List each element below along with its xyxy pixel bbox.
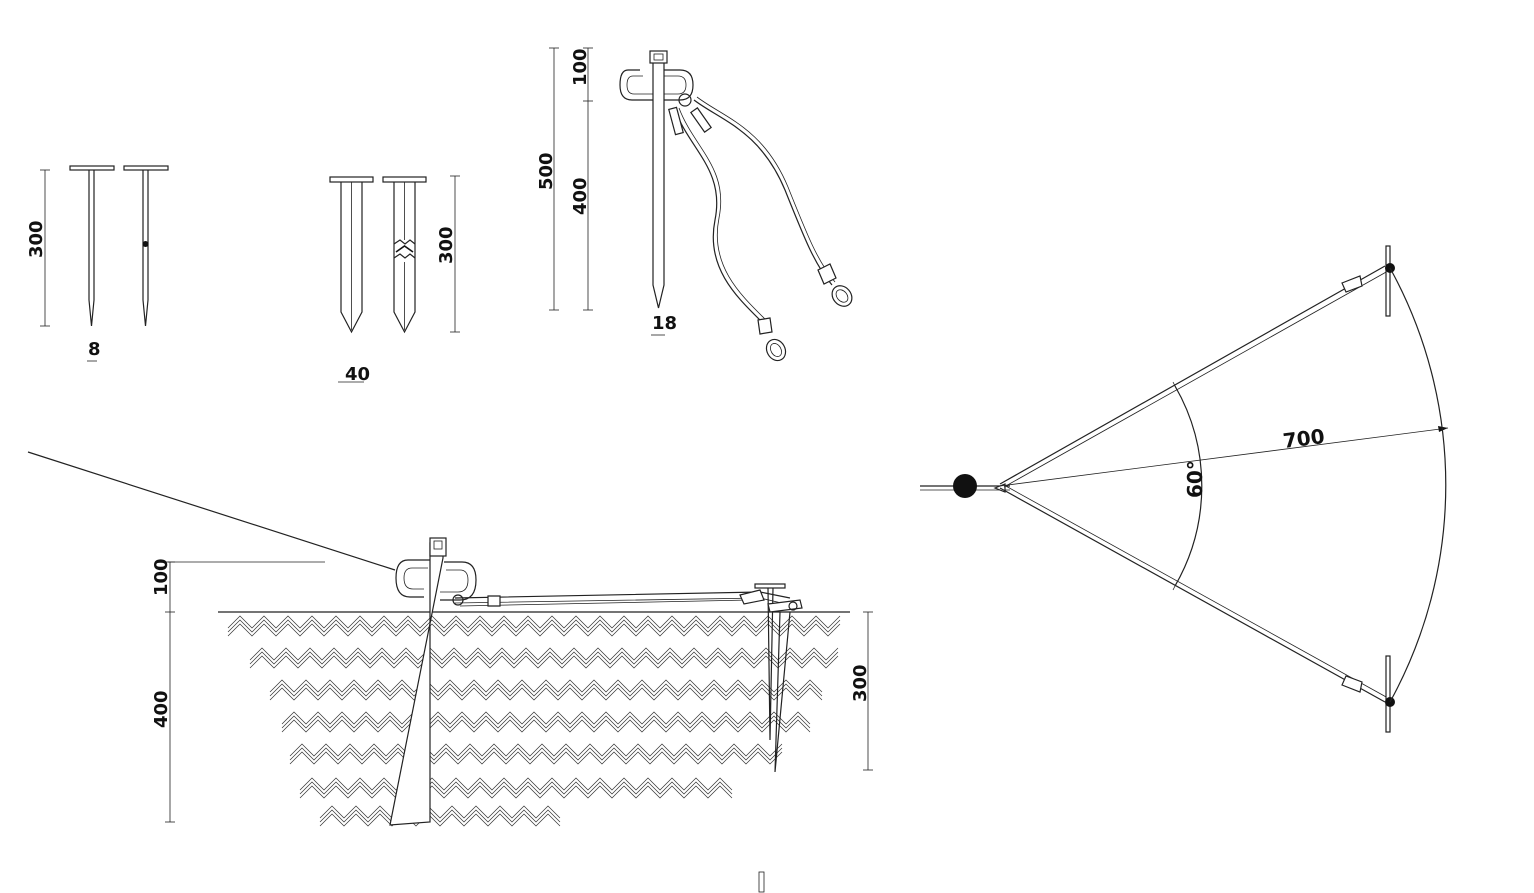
soil-hatch-line: [269, 687, 823, 701]
ground-section: 100 400 300: [27, 451, 873, 893]
soil-hatch-line: [249, 651, 839, 665]
section-straps: [452, 589, 791, 607]
wide-peg-group: 300 40: [329, 175, 460, 385]
plan-view: 700 60°: [920, 245, 1449, 733]
ground-hatch: [227, 615, 841, 827]
wide-peg-length-dimension: 300: [436, 175, 460, 333]
wide-peg-1: [329, 176, 374, 334]
small-peg-group: 300 8: [26, 165, 169, 362]
section-depth-dimension: 400: [151, 611, 175, 823]
soil-hatch-line: [319, 813, 561, 827]
anchor-width-dimension: 18: [651, 313, 677, 336]
small-peg-2: [123, 165, 169, 327]
soil-hatch-line: [227, 619, 841, 633]
anchor-strap-2: [678, 93, 853, 307]
anchor-total-dimension: 500: [536, 47, 559, 311]
soil-hatch-line: [319, 805, 561, 819]
wide-peg-2: [382, 176, 427, 334]
section-anchor: [389, 537, 477, 826]
wide-peg-length-label: 300: [436, 226, 457, 264]
plan-peg-lower: [1385, 655, 1395, 733]
soil-hatch-line: [281, 719, 811, 733]
anchor-total-label: 500: [536, 152, 557, 190]
soil-hatch-line: [281, 715, 811, 729]
plan-radius-label: 700: [1282, 424, 1326, 453]
soil-hatch-line: [299, 777, 733, 791]
section-peg-dimension: 300: [850, 611, 873, 771]
soil-hatch-line: [299, 781, 733, 795]
soil-hatch-line: [269, 679, 823, 693]
plan-outer-arc: [1389, 267, 1447, 703]
soil-hatch-line: [269, 683, 823, 697]
soil-hatch-line: [289, 743, 783, 757]
section-peg-wide: [767, 599, 803, 773]
anchor-segment-dimension: 100 400: [570, 47, 593, 311]
anchor-stake: [619, 50, 694, 309]
small-peg-length-dimension: 300: [26, 169, 50, 327]
plan-radius-dimension: 700: [999, 424, 1449, 487]
small-peg-length-label: 300: [26, 220, 47, 258]
soil-hatch-line: [249, 655, 839, 669]
plan-strap-upper: [999, 265, 1389, 488]
section-depth-label: 400: [151, 690, 172, 728]
loop-anchor-group: 500 100 400: [536, 47, 853, 362]
soil-hatch-line: [227, 623, 841, 637]
plan-strap-lower: [999, 484, 1389, 703]
small-peg-width-label: 8: [88, 339, 101, 360]
soil-hatch-line: [227, 615, 841, 629]
wide-peg-width-dimension: 40: [338, 364, 370, 385]
small-peg-1: [69, 165, 115, 327]
plan-anchor-point: [953, 474, 977, 498]
plan-angle-label: 60°: [1183, 460, 1207, 498]
small-peg-width-dimension: 8: [87, 339, 101, 362]
anchor-shaft-label: 400: [570, 177, 591, 215]
soil-hatch-line: [289, 751, 783, 765]
guy-rope: [27, 451, 396, 571]
wide-peg-width-label: 40: [345, 364, 370, 385]
section-peg-label: 300: [850, 664, 871, 702]
section-loop-label: 100: [151, 558, 172, 596]
section-loop-dimension: 100: [151, 558, 175, 612]
anchor-strap-1: [668, 106, 787, 362]
soil-hatch-line: [289, 747, 783, 761]
soil-hatch-line: [319, 809, 561, 823]
plan-peg-upper: [1385, 245, 1395, 317]
soil-hatch-line: [281, 711, 811, 725]
plan-angle-dimension: 60°: [1174, 385, 1207, 587]
section-peg-small: [754, 583, 786, 741]
anchor-width-label: 18: [652, 313, 677, 334]
anchor-loop-label: 100: [570, 48, 591, 86]
soil-hatch-line: [249, 647, 839, 661]
soil-hatch-line: [299, 785, 733, 799]
